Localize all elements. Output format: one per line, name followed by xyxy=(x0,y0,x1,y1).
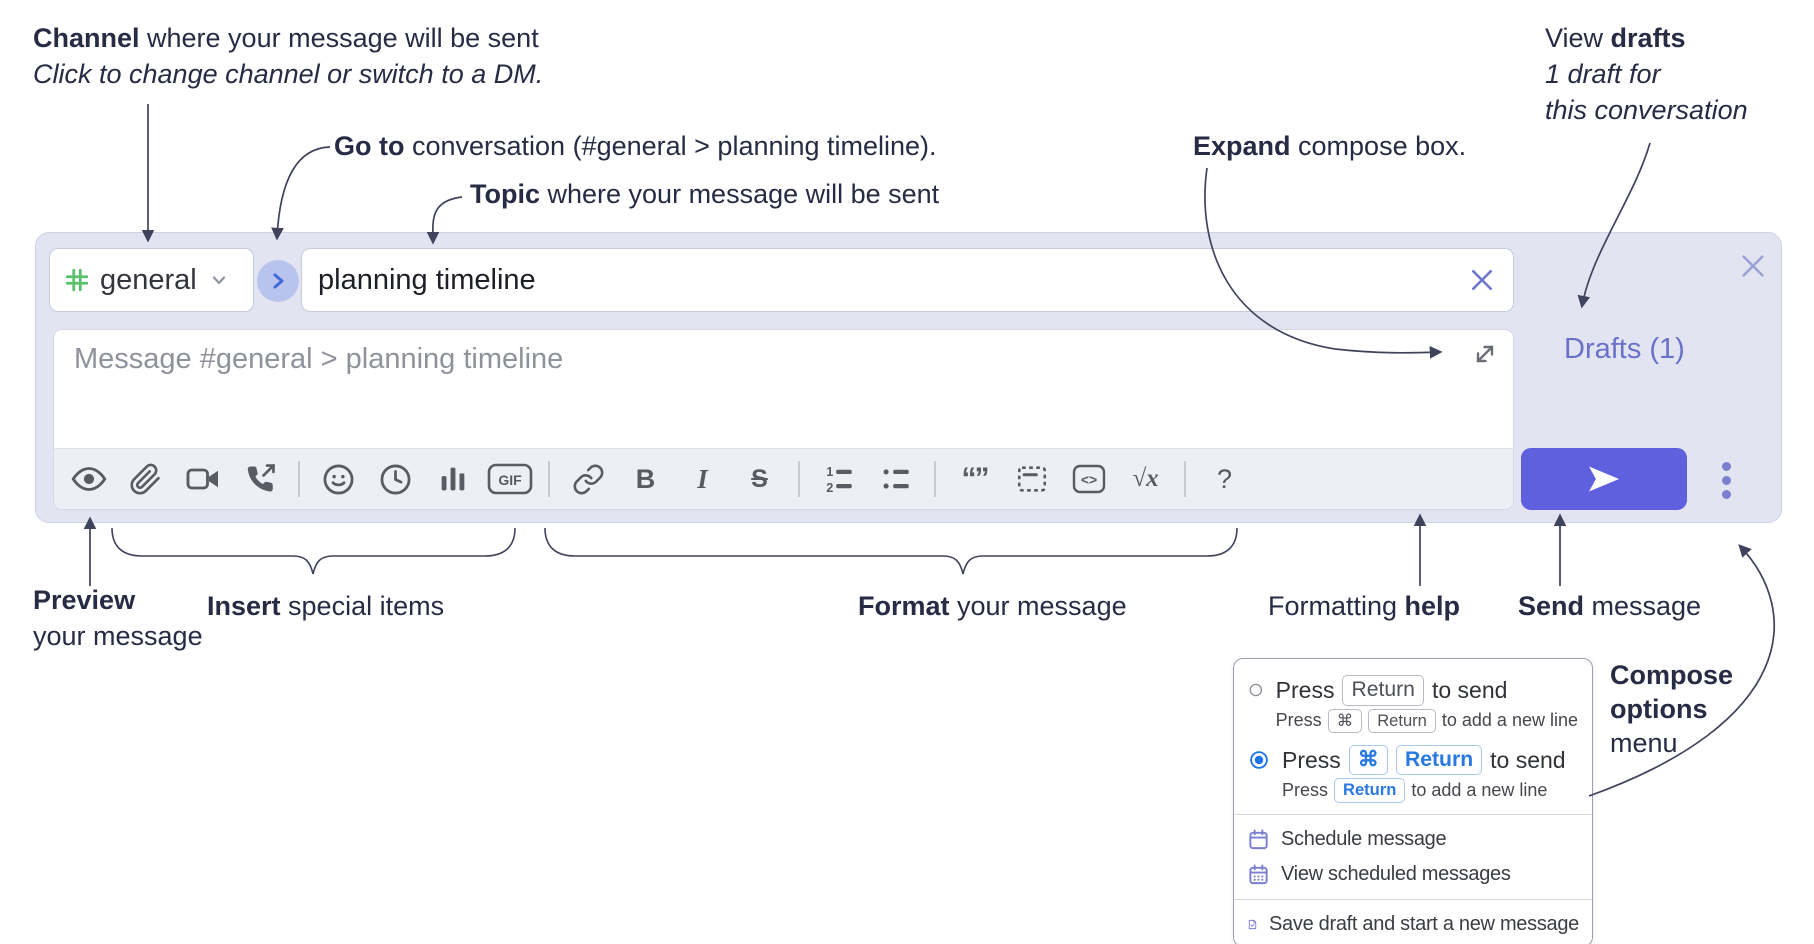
bold-icon[interactable]: B xyxy=(635,463,656,494)
code-label: <> xyxy=(1080,472,1096,488)
svg-text:1: 1 xyxy=(826,464,833,479)
chevron-down-icon xyxy=(212,276,225,285)
channel-name: general xyxy=(100,263,197,296)
go-to-conversation-button[interactable] xyxy=(257,260,299,302)
goto-connector xyxy=(271,146,331,241)
topic-input[interactable]: planning timeline xyxy=(301,248,1514,312)
ellipsis-dot xyxy=(1721,475,1731,485)
menu-divider xyxy=(1234,898,1592,900)
expand-compose-icon[interactable] xyxy=(1469,338,1501,375)
close-icon xyxy=(1742,255,1764,277)
voice-call-icon[interactable] xyxy=(231,453,288,505)
svg-text:2: 2 xyxy=(826,480,833,495)
global-time-icon[interactable] xyxy=(367,453,424,505)
topic-value: planning timeline xyxy=(318,263,536,296)
ellipsis-dot xyxy=(1721,461,1731,471)
formatting-help-label: Formatting help xyxy=(1268,591,1461,621)
radio-unselected-icon[interactable] xyxy=(1248,679,1264,701)
send-button[interactable] xyxy=(1521,448,1687,510)
toolbar-divider xyxy=(548,461,550,497)
return-key: Return xyxy=(1395,744,1483,776)
insert-label: Insert special items xyxy=(207,591,445,621)
close-compose-button[interactable] xyxy=(1734,247,1772,285)
toolbar-divider xyxy=(1184,461,1186,497)
goto-annotation: Go to conversation (#general > planning … xyxy=(334,131,937,161)
topic-annotation: Topic where your message will be sent xyxy=(470,179,940,209)
channel-annotation-bold: Channel xyxy=(33,23,140,53)
calendar-icon xyxy=(1249,829,1268,849)
view-drafts-annotation: View drafts 1 draft for this conversatio… xyxy=(1545,23,1748,125)
toolbar-divider xyxy=(298,461,300,497)
ellipsis-dot xyxy=(1721,489,1731,499)
message-input-area[interactable]: Message #general > planning timeline xyxy=(53,329,1514,510)
gif-label: GIF xyxy=(498,472,522,488)
drafts-link[interactable]: Drafts (1) xyxy=(1564,333,1685,365)
formatting-help-icon[interactable]: ? xyxy=(1216,463,1233,494)
spoiler-icon[interactable] xyxy=(1003,453,1060,505)
insert-brace xyxy=(111,527,516,575)
format-label: Format your message xyxy=(858,591,1127,621)
cmd-key: ⌘ xyxy=(1348,744,1388,776)
format-brace xyxy=(544,527,1238,575)
preview-icon[interactable] xyxy=(60,453,117,505)
calendar-days-icon xyxy=(1249,864,1268,884)
view-scheduled-messages-item[interactable]: View scheduled messages xyxy=(1234,857,1592,892)
send-label: Send message xyxy=(1518,591,1702,621)
channel-annotation-text: where your message will be sent xyxy=(139,23,539,53)
compose-options-label: Compose options menu xyxy=(1610,660,1734,758)
chevron-right-icon xyxy=(273,273,284,289)
channel-selector[interactable]: general xyxy=(49,248,254,312)
attach-file-icon[interactable] xyxy=(117,453,174,505)
compose-box: general planning timeline Message #gener… xyxy=(35,232,1782,523)
cmd-key: ⌘ xyxy=(1327,708,1363,733)
message-placeholder: Message #general > planning timeline xyxy=(74,343,564,375)
return-key: Return xyxy=(1368,708,1436,733)
channel-annotation-sub: Click to change channel or switch to a D… xyxy=(33,59,544,89)
math-icon[interactable]: √x xyxy=(1132,465,1159,492)
toolbar-divider xyxy=(798,461,800,497)
link-icon[interactable] xyxy=(560,453,617,505)
bulleted-list-icon[interactable] xyxy=(867,453,924,505)
expand-annotation: Expand compose box. xyxy=(1193,131,1467,161)
send-icon xyxy=(1589,466,1619,492)
radio-selected-icon[interactable] xyxy=(1248,749,1270,771)
compose-options-button[interactable] xyxy=(1704,452,1748,508)
channel-hash-icon xyxy=(65,268,89,292)
quote-icon[interactable]: “” xyxy=(961,462,990,495)
channel-annotation: Channel where your message will be sent … xyxy=(33,20,543,92)
save-draft-icon xyxy=(1248,919,1257,929)
return-key: Return xyxy=(1342,675,1424,706)
italic-icon[interactable]: I xyxy=(697,463,708,494)
menu-divider xyxy=(1234,813,1592,815)
preview-label: Preview your message xyxy=(33,585,203,651)
save-draft-item[interactable]: Save draft and start a new message xyxy=(1234,907,1592,942)
gif-icon[interactable]: GIF xyxy=(481,453,538,505)
clear-topic-icon[interactable] xyxy=(1467,265,1497,295)
emoji-icon[interactable] xyxy=(310,453,367,505)
code-icon[interactable]: <> xyxy=(1060,453,1117,505)
video-call-icon[interactable] xyxy=(174,453,231,505)
poll-icon[interactable] xyxy=(424,453,481,505)
strikethrough-icon[interactable]: S xyxy=(751,464,768,493)
return-key: Return xyxy=(1334,778,1406,803)
schedule-message-item[interactable]: Schedule message xyxy=(1234,822,1592,857)
toolbar-divider xyxy=(934,461,936,497)
